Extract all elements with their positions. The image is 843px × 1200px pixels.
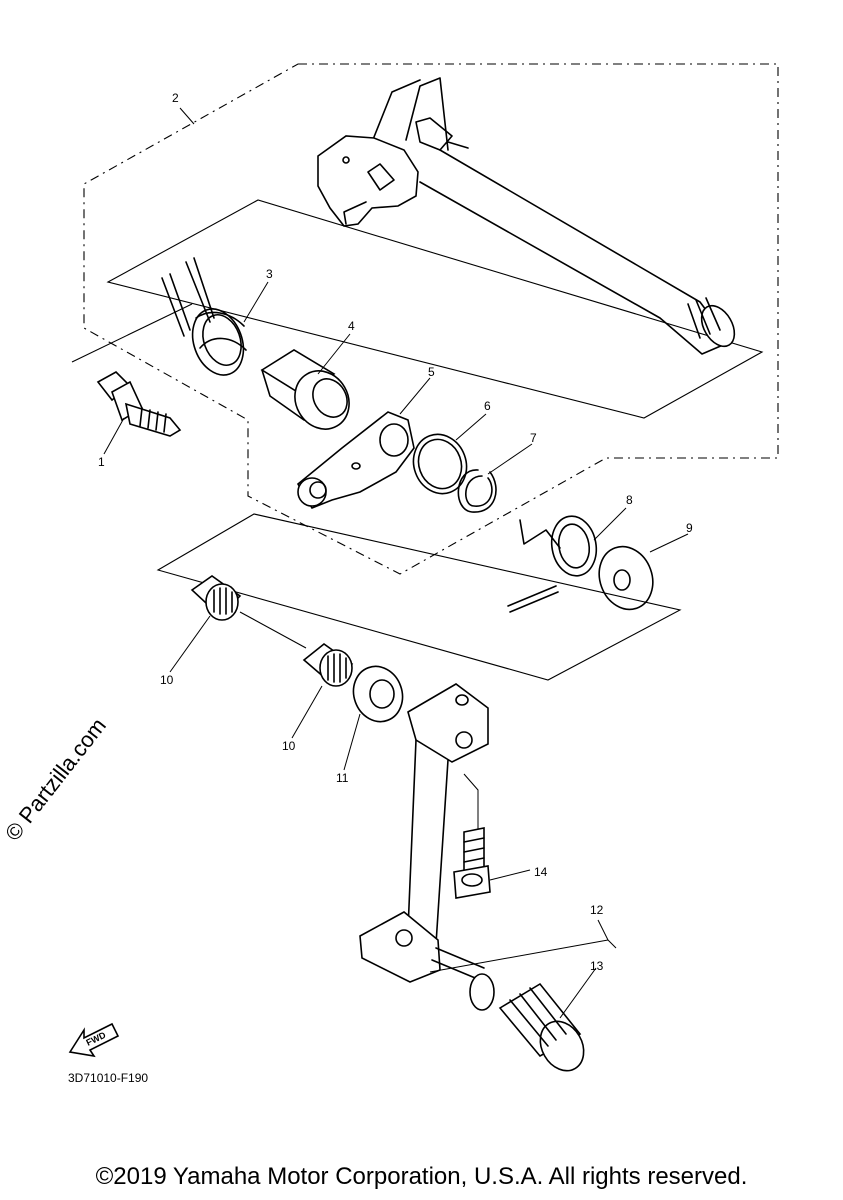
bearing-upper xyxy=(190,575,242,621)
shift-arm xyxy=(296,411,415,509)
callout-9: 9 xyxy=(686,521,693,535)
callout-10-upper: 10 xyxy=(160,673,174,687)
flat-washer xyxy=(598,545,654,611)
callout-1: 1 xyxy=(98,455,105,469)
leader-lines xyxy=(103,107,689,1019)
shift-pedal xyxy=(359,683,495,1011)
return-spring xyxy=(507,515,598,613)
lower-frame xyxy=(156,513,682,681)
left-frame xyxy=(71,303,193,363)
pedal-rubber xyxy=(498,982,585,1072)
torsion-spring xyxy=(161,257,247,376)
collar xyxy=(260,349,350,430)
oil-seal xyxy=(352,665,404,723)
callout-12: 12 xyxy=(590,903,604,917)
washer-ring xyxy=(412,433,468,495)
bearing-axis xyxy=(239,611,307,649)
callout-5: 5 xyxy=(428,365,435,379)
diagram-code: 3D71010-F190 xyxy=(68,1071,149,1085)
circlip xyxy=(457,469,497,513)
assembly-group-outline xyxy=(83,63,779,575)
pinch-bolt xyxy=(453,773,491,899)
stud-bolt xyxy=(96,371,182,437)
copyright-notice: ©2019 Yamaha Motor Corporation, U.S.A. A… xyxy=(95,1163,748,1190)
callout-13: 13 xyxy=(590,959,604,973)
callout-14: 14 xyxy=(534,865,548,879)
callout-6: 6 xyxy=(484,399,491,413)
bearing-lower xyxy=(302,642,354,687)
shift-shaft xyxy=(317,77,736,355)
callout-2: 2 xyxy=(172,91,179,105)
callout-10-lower: 10 xyxy=(282,739,296,753)
callout-3: 3 xyxy=(266,267,273,281)
callout-8: 8 xyxy=(626,493,633,507)
callout-4: 4 xyxy=(348,319,355,333)
fwd-arrow-icon: FWD xyxy=(68,1022,120,1058)
callout-7: 7 xyxy=(530,431,537,445)
callout-11: 11 xyxy=(336,771,349,785)
upper-frame xyxy=(106,199,764,419)
